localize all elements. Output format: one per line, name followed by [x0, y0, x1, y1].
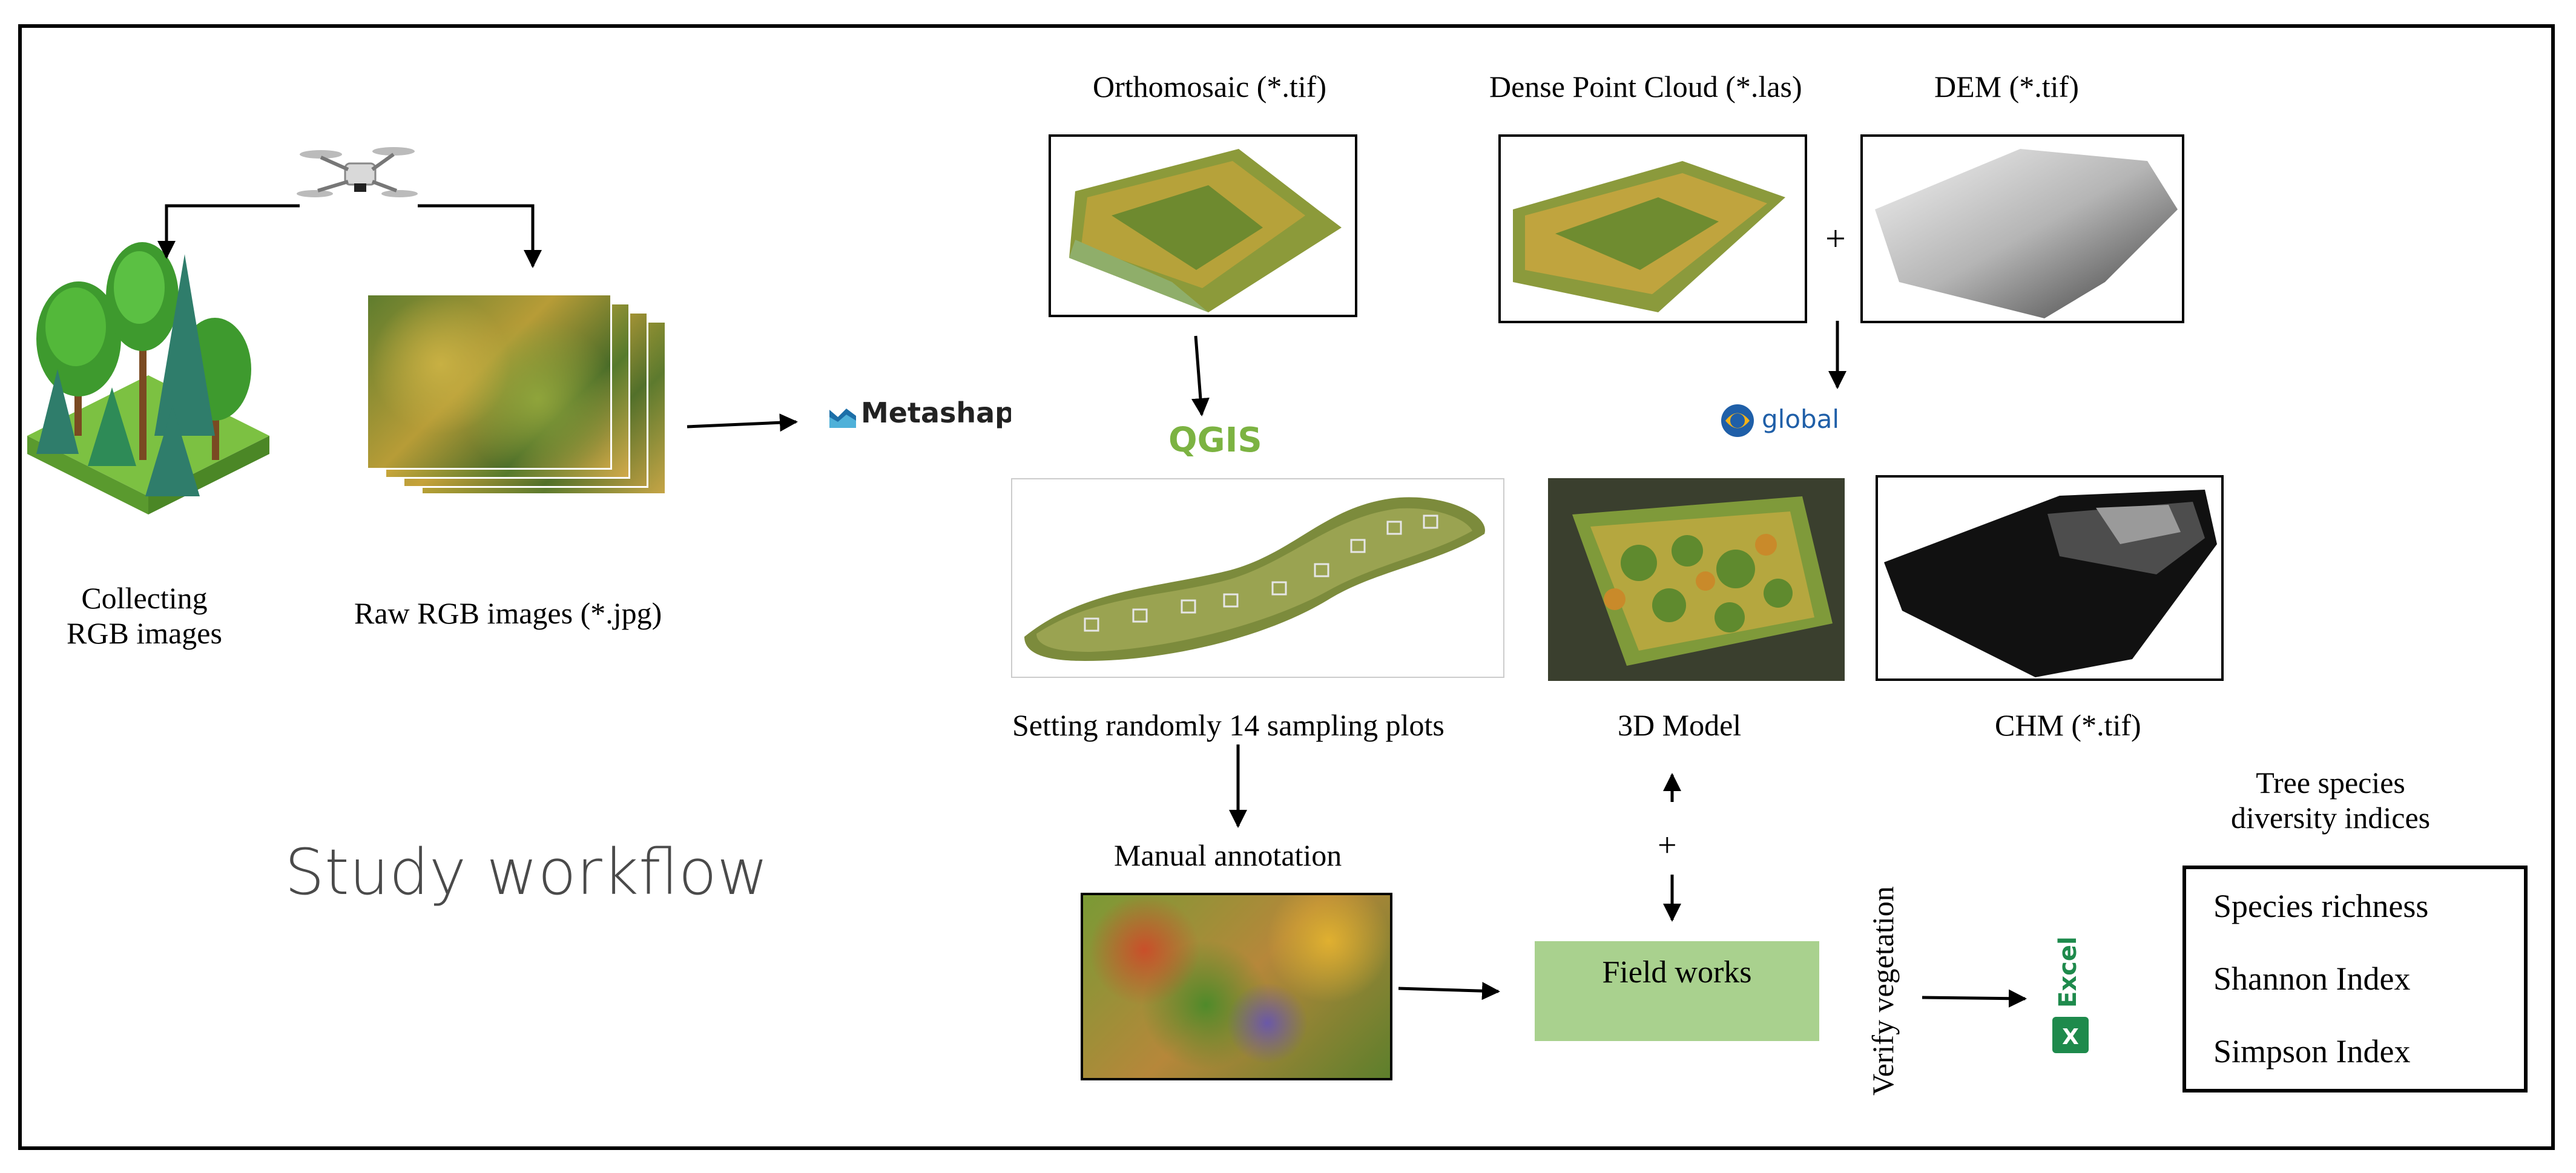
qgis-logo: QGIS — [1168, 421, 1262, 460]
arrow-drone-to-images — [418, 204, 542, 268]
sampling-plots-label: Setting randomly 14 sampling plots — [1012, 708, 1444, 742]
svg-text:X: X — [2062, 1025, 2079, 1050]
chm-label: CHM (*.tif) — [1995, 708, 2141, 742]
dem-label: DEM (*.tif) — [1934, 70, 2079, 104]
arrow-drone-to-trees — [157, 204, 300, 259]
forest-illustration — [27, 242, 269, 514]
dem-image — [1860, 134, 2184, 323]
model-3d-label: 3D Model — [1618, 708, 1742, 742]
drone-icon — [297, 147, 418, 197]
chm-image — [1876, 475, 2224, 681]
dense-cloud-image — [1498, 134, 1807, 323]
index-simpson: Simpson Index — [2213, 1033, 2411, 1070]
arrow-verify-to-excel — [1922, 989, 2027, 1008]
workflow-title: Study workflow — [285, 835, 769, 909]
excel-logo: X Excel — [2049, 926, 2092, 1059]
raw-image-stack — [366, 294, 669, 493]
raw-images-label: Raw RGB images (*.jpg) — [354, 596, 662, 630]
metashape-logo: Metashape — [829, 396, 1011, 433]
excel-icon — [2052, 1017, 2089, 1053]
global-mapper-text: global mapper — [1762, 404, 1860, 442]
plus-sign-top: + — [1825, 218, 1846, 258]
model-3d-image — [1548, 478, 1845, 681]
manual-annotation-label: Manual annotation — [1114, 838, 1342, 872]
index-species-richness: Species richness — [2213, 888, 2429, 924]
field-works-label: Field works — [1602, 955, 1752, 990]
collecting-label: Collecting RGB images — [67, 581, 222, 650]
diagram-frame — [18, 24, 2555, 1150]
field-works-box: Field works — [1535, 941, 1819, 1041]
globe-icon — [1721, 404, 1754, 437]
dense-cloud-label: Dense Point Cloud (*.las) — [1489, 70, 1802, 104]
sampling-plots-image — [1011, 478, 1504, 678]
metashape-text: Metashape — [861, 396, 1011, 429]
indices-title: Tree species diversity indices — [2231, 766, 2431, 835]
arrow-ortho-to-qgis — [1191, 335, 1210, 416]
arrow-manual-to-field — [1398, 982, 1500, 1000]
indices-box: Species richness Shannon Index Simpson I… — [2182, 866, 2528, 1092]
orthomosaic-image — [1049, 134, 1357, 317]
manual-annotation-image — [1081, 893, 1392, 1080]
orthomosaic-label: Orthomosaic (*.tif) — [1093, 70, 1327, 104]
plus-sign-middle: + — [1658, 827, 1677, 864]
arrow-images-to-metashape — [687, 413, 798, 432]
global-mapper-logo: global mapper — [1719, 399, 1937, 442]
index-shannon: Shannon Index — [2213, 961, 2411, 997]
metashape-icon — [829, 409, 856, 428]
